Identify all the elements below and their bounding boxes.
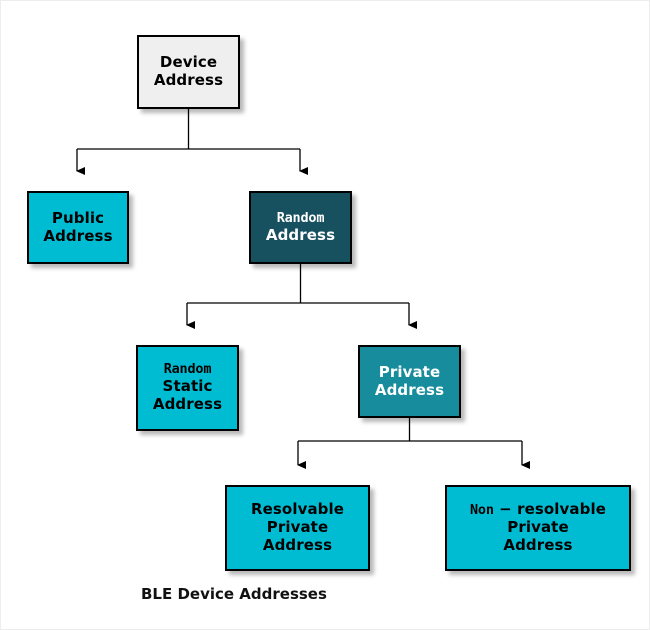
edge-device-to-children [76, 109, 308, 175]
node-private-address-line-2: Address [374, 380, 445, 399]
diagram-caption: BLE Device Addresses [141, 585, 327, 603]
node-resolvable-private-address-line-1: Resolvable [250, 500, 345, 519]
edge-random-to-children [186, 264, 417, 329]
node-non-resolvable-private-address-line-2: Private [507, 518, 569, 537]
node-random-static-address-line-1: Random [163, 361, 212, 378]
node-public-address-line-1: Public [51, 208, 105, 227]
node-resolvable-private-address-line-2: Private [266, 518, 329, 537]
node-random-static-address-line-2: Static [162, 377, 213, 396]
node-non-resolvable-suffix: − resolvable [493, 500, 606, 519]
node-random-address-line-2: Address [265, 225, 336, 244]
node-device-address-line-1: Device [159, 53, 218, 72]
node-non-resolvable-private-address-line-3: Address [503, 535, 573, 554]
node-random-static-address-line-3: Address [152, 394, 223, 413]
edge-private-to-children [297, 418, 530, 469]
node-device-address-line-2: Address [153, 71, 224, 89]
node-non-resolvable-prefix: Non [469, 502, 494, 519]
node-resolvable-private-address-line-3: Address [262, 535, 333, 554]
node-non-resolvable-private-address-line-1: Non − resolvable [470, 500, 606, 518]
node-private-address-line-1: Private [378, 362, 441, 381]
node-public-address-line-2: Address [43, 226, 113, 245]
node-random-address-line-1: Random [276, 209, 325, 226]
